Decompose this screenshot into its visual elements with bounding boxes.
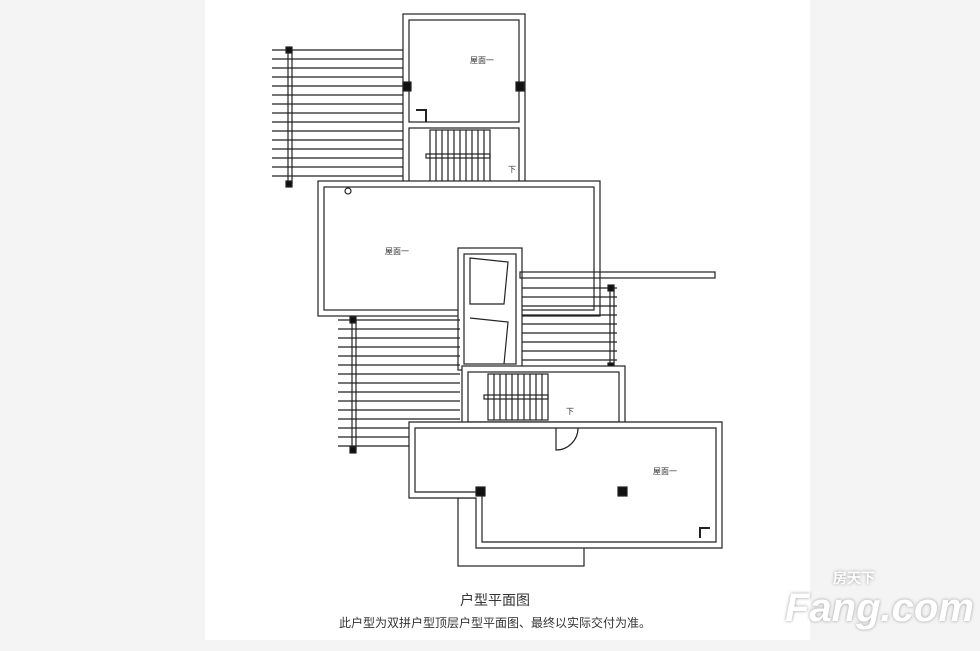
room-label: 屋面一	[385, 247, 409, 256]
bottom-roof	[408, 421, 723, 567]
stair-handrail	[425, 153, 491, 159]
top-stair	[425, 129, 491, 183]
room-label: 屋面一	[470, 56, 494, 65]
room-label: 屋面一	[653, 467, 677, 476]
watermark-cn: 房天下	[833, 570, 875, 586]
louver-post-cap	[285, 46, 293, 54]
louver-post-cap	[285, 180, 293, 188]
louvers-top-left	[272, 46, 403, 188]
louvers-right	[522, 284, 617, 370]
stair-down-label: 下	[508, 165, 516, 174]
lower-stair-room	[461, 365, 626, 429]
watermark-brand: Fang.com	[785, 586, 974, 630]
plan-title: 户型平面图	[460, 593, 530, 609]
fang-watermark-logo: 房天下 Fang.com	[785, 570, 974, 630]
louver-post-cap	[607, 284, 615, 292]
stair-handrail	[483, 394, 549, 400]
middle-roof	[317, 180, 716, 371]
top-roof-room	[402, 13, 526, 186]
lower-stair	[483, 373, 549, 421]
stair-down-label: 下	[566, 407, 574, 416]
louver-post-cap	[349, 316, 357, 324]
louver-post-cap	[349, 446, 357, 454]
plan-note: 此户型为双拼户型顶层户型平面图、最终以实际交付为准。	[338, 616, 651, 630]
